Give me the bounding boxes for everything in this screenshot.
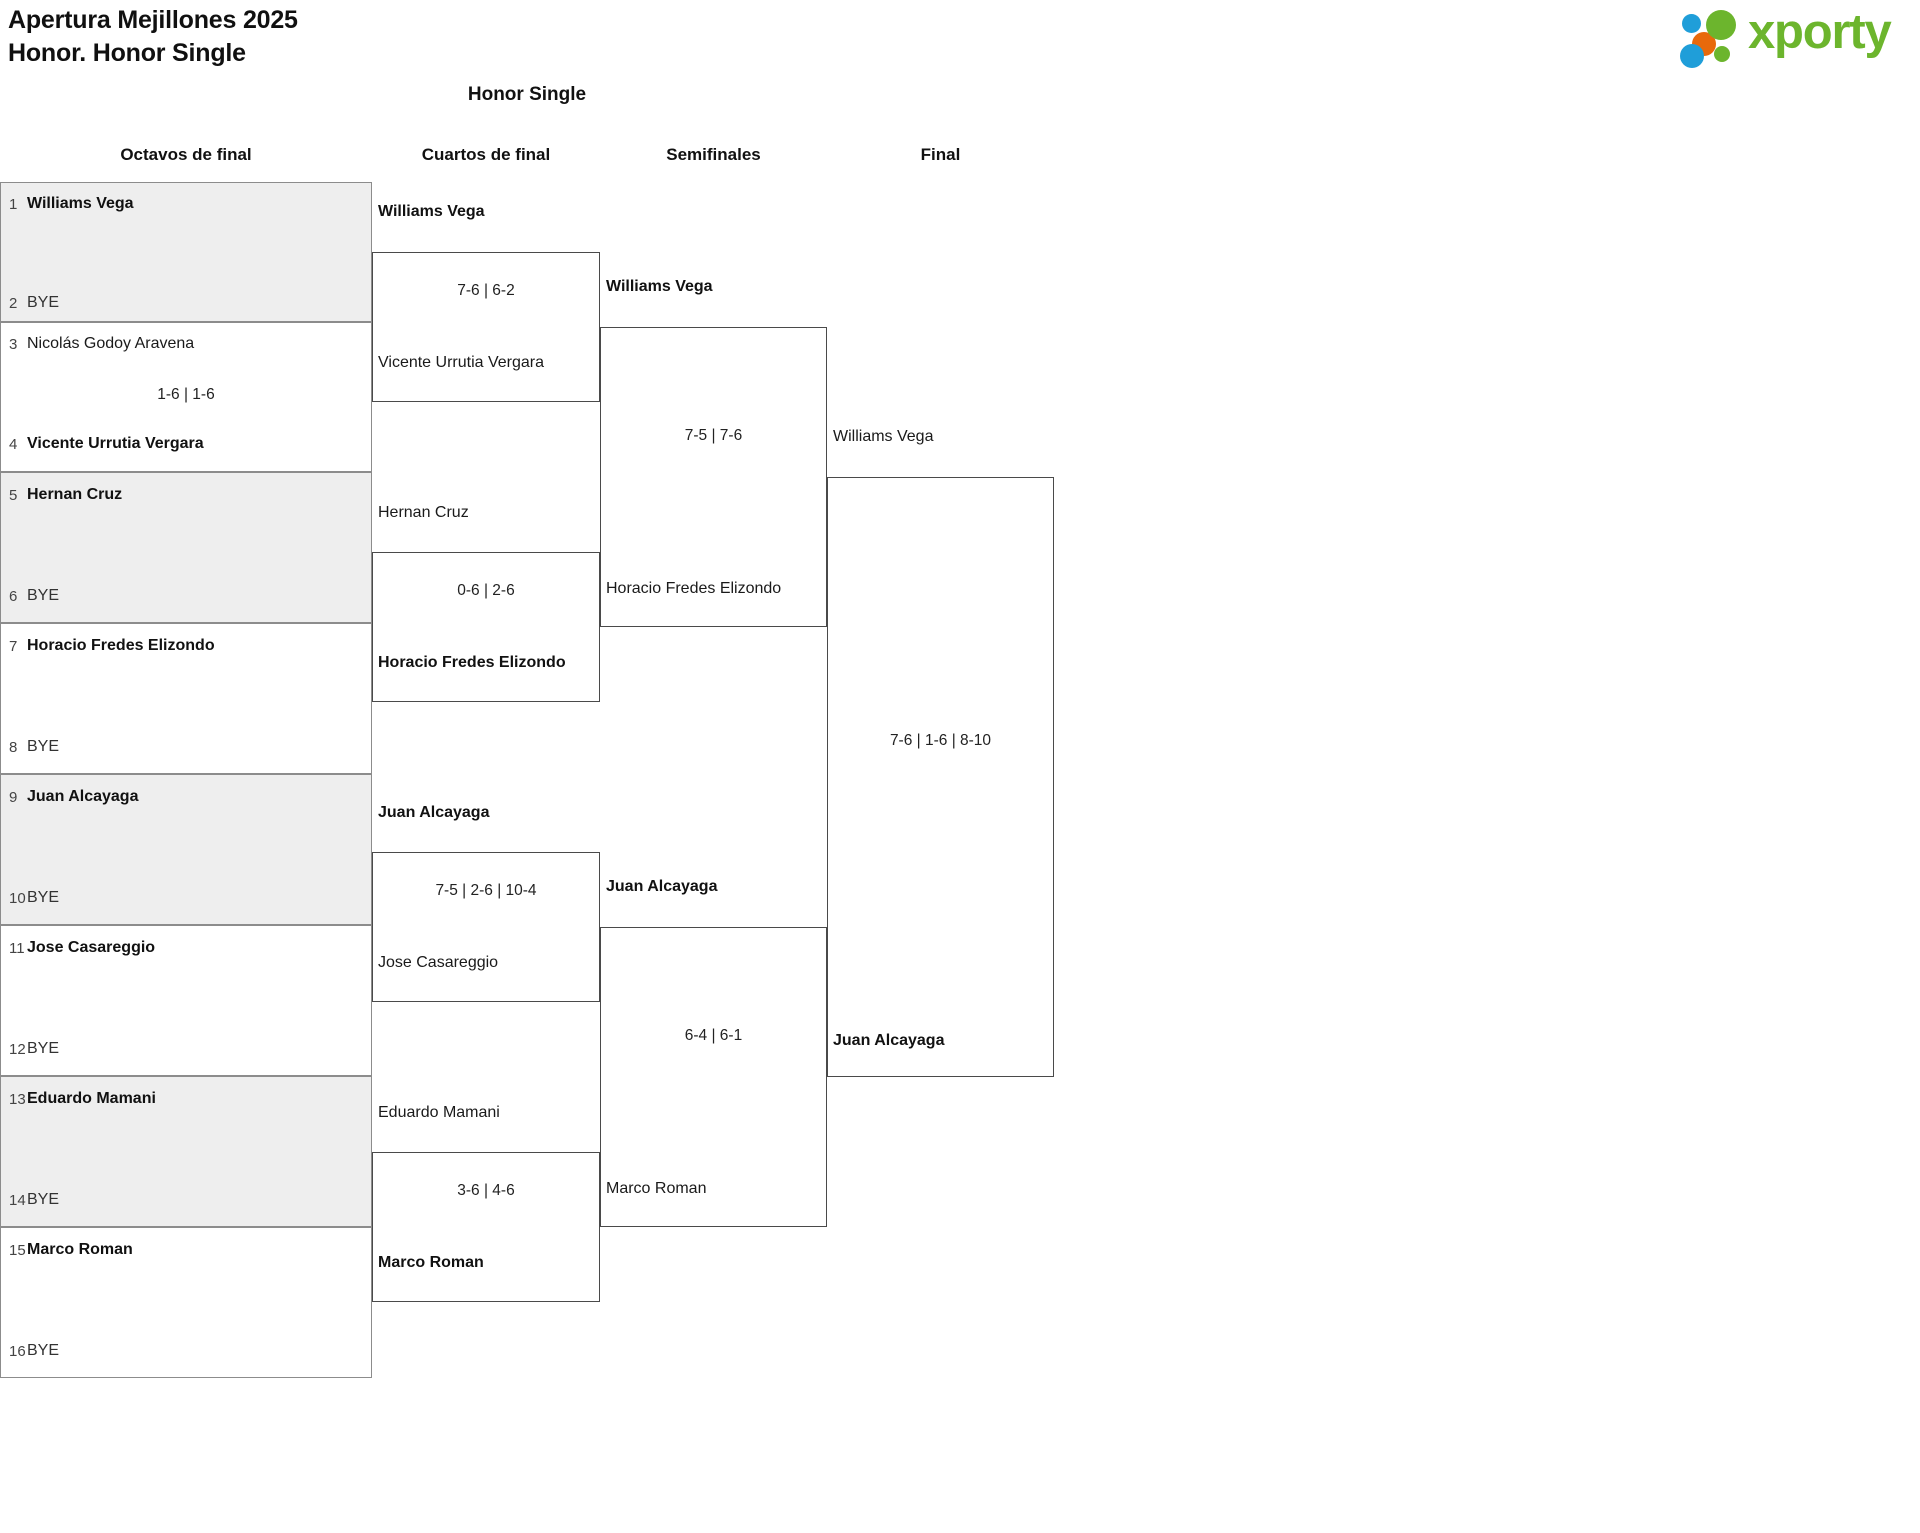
seed-number: 2 — [9, 294, 18, 312]
r16-slot-seed2[interactable]: 2 BYE — [1, 290, 371, 316]
player-name: Williams Vega — [27, 195, 134, 212]
r16-slot-seed16[interactable]: 16 BYE — [1, 1338, 371, 1364]
player-name: Hernan Cruz — [27, 486, 123, 503]
seed-number: 7 — [9, 637, 18, 655]
logo-wordmark: xporty — [1748, 5, 1892, 59]
final-top-player[interactable]: Williams Vega — [833, 428, 934, 445]
round-header-octavos: Octavos de final — [120, 145, 252, 164]
r16-match-7[interactable]: 13 Eduardo Mamani 14 BYE — [0, 1076, 372, 1227]
player-name: BYE — [27, 1342, 60, 1359]
qf2-top-player[interactable]: Hernan Cruz — [378, 504, 469, 521]
round-header-final: Final — [920, 145, 961, 164]
sf2-connector — [600, 927, 827, 1227]
sf2-bottom-player[interactable]: Marco Roman — [606, 1180, 707, 1197]
logo-dot-green-large — [1706, 10, 1736, 40]
qf3-top-player[interactable]: Juan Alcayaga — [378, 804, 490, 821]
player-name: BYE — [27, 294, 60, 311]
player-name: BYE — [27, 889, 60, 906]
qf2-connector — [372, 552, 600, 702]
r16-match-8[interactable]: 15 Marco Roman 16 BYE — [0, 1227, 372, 1378]
player-name: Horacio Fredes Elizondo — [27, 637, 215, 654]
qf3-score: 7-5 | 2-6 | 10-4 — [435, 882, 537, 899]
r16-slot-seed13[interactable]: 13 Eduardo Mamani — [1, 1086, 371, 1112]
page-title: Apertura Mejillones 2025 Honor. Honor Si… — [8, 4, 298, 69]
sf1-bottom-player[interactable]: Horacio Fredes Elizondo — [606, 580, 782, 597]
sf1-score: 7-5 | 7-6 — [684, 427, 743, 444]
r16-slot-seed5[interactable]: 5 Hernan Cruz — [1, 482, 371, 508]
r16-match-5[interactable]: 9 Juan Alcayaga 10 BYE — [0, 774, 372, 925]
player-name: BYE — [27, 1040, 60, 1057]
sf2-score: 6-4 | 6-1 — [684, 1027, 743, 1044]
r16-slot-seed6[interactable]: 6 BYE — [1, 583, 371, 609]
qf2-score: 0-6 | 2-6 — [457, 582, 515, 599]
seed-number: 6 — [9, 587, 18, 605]
qf4-top-player[interactable]: Eduardo Mamani — [378, 1104, 500, 1121]
qf1-top-player[interactable]: Williams Vega — [378, 203, 485, 220]
r16-slot-seed7[interactable]: 7 Horacio Fredes Elizondo — [1, 633, 371, 659]
r16-slot-seed14[interactable]: 14 BYE — [1, 1187, 371, 1213]
r16-slot-seed4[interactable]: 4 Vicente Urrutia Vergara — [1, 431, 371, 457]
logo-dot-blue-top — [1682, 14, 1701, 33]
seed-number: 15 — [9, 1241, 26, 1259]
r16-slot-seed10[interactable]: 10 BYE — [1, 885, 371, 911]
qf3-bottom-player[interactable]: Jose Casareggio — [378, 954, 499, 971]
final-connector — [827, 477, 1054, 1077]
r16-match-2[interactable]: 3 Nicolás Godoy Aravena 1-6 | 1-6 4 Vice… — [0, 322, 372, 472]
player-name: Vicente Urrutia Vergara — [27, 435, 204, 452]
qf1-connector — [372, 252, 600, 402]
qf4-connector — [372, 1152, 600, 1302]
logo-dot-green-small — [1714, 46, 1730, 62]
r16-slot-seed8[interactable]: 8 BYE — [1, 734, 371, 760]
sf1-connector — [600, 327, 827, 627]
seed-number: 13 — [9, 1090, 26, 1108]
qf4-bottom-player[interactable]: Marco Roman — [378, 1254, 484, 1271]
champion-player[interactable]: Juan Alcayaga — [833, 1032, 945, 1049]
seed-number: 3 — [9, 335, 18, 353]
seed-number: 11 — [9, 939, 25, 957]
player-name: BYE — [27, 587, 60, 604]
r16-slot-seed12[interactable]: 12 BYE — [1, 1036, 371, 1062]
qf1-score: 7-6 | 6-2 — [457, 282, 515, 299]
r16-match-6[interactable]: 11 Jose Casareggio 12 BYE — [0, 925, 372, 1076]
seed-number: 1 — [9, 195, 18, 213]
player-name: Eduardo Mamani — [27, 1090, 156, 1107]
r16-match-4[interactable]: 7 Horacio Fredes Elizondo 8 BYE — [0, 623, 372, 774]
player-name: Nicolás Godoy Aravena — [27, 335, 195, 352]
sf1-top-player[interactable]: Williams Vega — [606, 278, 713, 295]
r16-slot-seed11[interactable]: 11 Jose Casareggio — [1, 935, 371, 961]
round-header-cuartos: Cuartos de final — [421, 145, 551, 164]
seed-number: 14 — [9, 1191, 26, 1209]
qf4-score: 3-6 | 4-6 — [457, 1182, 515, 1199]
player-name: Juan Alcayaga — [27, 788, 139, 805]
r16-slot-seed9[interactable]: 9 Juan Alcayaga — [1, 784, 371, 810]
r16-slot-seed1[interactable]: 1 Williams Vega — [1, 191, 371, 217]
player-name: BYE — [27, 1191, 60, 1208]
final-score: 7-6 | 1-6 | 8-10 — [889, 732, 992, 749]
qf3-connector — [372, 852, 600, 1002]
seed-number: 9 — [9, 788, 18, 806]
tournament-name: Apertura Mejillones 2025 — [8, 6, 298, 34]
seed-number: 12 — [9, 1040, 26, 1058]
seed-number: 16 — [9, 1342, 26, 1360]
logo-dot-blue-bottom — [1680, 44, 1704, 68]
r16-slot-seed15[interactable]: 15 Marco Roman — [1, 1237, 371, 1263]
r16-match-1[interactable]: 1 Williams Vega 2 BYE — [0, 182, 372, 322]
player-name: Marco Roman — [27, 1241, 133, 1258]
qf2-bottom-player[interactable]: Horacio Fredes Elizondo — [378, 654, 566, 671]
player-name: Jose Casareggio — [27, 939, 156, 956]
qf1-bottom-player[interactable]: Vicente Urrutia Vergara — [378, 354, 545, 371]
r16-match-3[interactable]: 5 Hernan Cruz 6 BYE — [0, 472, 372, 623]
tournament-category: Honor. Honor Single — [8, 38, 246, 67]
sf2-top-player[interactable]: Juan Alcayaga — [606, 878, 718, 895]
player-name: BYE — [27, 738, 60, 755]
xporty-logo: xporty — [1680, 6, 1906, 68]
seed-number: 8 — [9, 738, 18, 756]
seed-number: 10 — [9, 889, 26, 907]
seed-number: 4 — [9, 435, 18, 453]
bracket-subtitle: Honor Single — [467, 84, 587, 105]
r16-score: 1-6 | 1-6 — [157, 386, 215, 403]
round-header-semis: Semifinales — [666, 145, 761, 164]
r16-slot-seed3[interactable]: 3 Nicolás Godoy Aravena — [1, 331, 371, 357]
seed-number: 5 — [9, 486, 18, 504]
